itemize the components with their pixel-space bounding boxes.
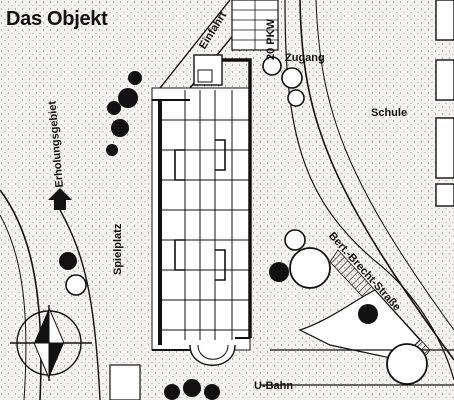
schule-label: Schule <box>371 107 408 119</box>
tree-icon <box>358 304 378 324</box>
tree-icon <box>106 71 142 156</box>
street-edge-far <box>315 0 454 331</box>
street-edge-outer <box>299 0 454 361</box>
parking-label: 20 PKW <box>265 19 277 60</box>
tree-icon <box>269 229 331 289</box>
parking-stalls <box>232 0 278 50</box>
street-edge-inner <box>284 0 454 381</box>
main-building <box>151 54 252 366</box>
tree-icon <box>262 56 305 107</box>
tree-icon <box>59 252 87 296</box>
left-path-edge <box>0 189 42 400</box>
tree-icon <box>386 343 428 385</box>
zugang-label: Zugang <box>285 52 325 64</box>
direction-arrow-icon <box>48 188 72 210</box>
ubahn-label: U-Bahn <box>254 380 294 392</box>
walkway-line <box>59 209 101 400</box>
school-buildings <box>435 0 454 207</box>
page-title: Das Objekt <box>6 8 108 30</box>
spielplatz-label: Spielplatz <box>112 223 124 275</box>
einfahrt-road-edge-1 <box>159 0 231 89</box>
tree-icon <box>164 379 220 400</box>
north-arrow-icon <box>10 305 92 381</box>
bottom-left-building <box>109 364 141 400</box>
left-path-edge-inner <box>0 214 27 400</box>
